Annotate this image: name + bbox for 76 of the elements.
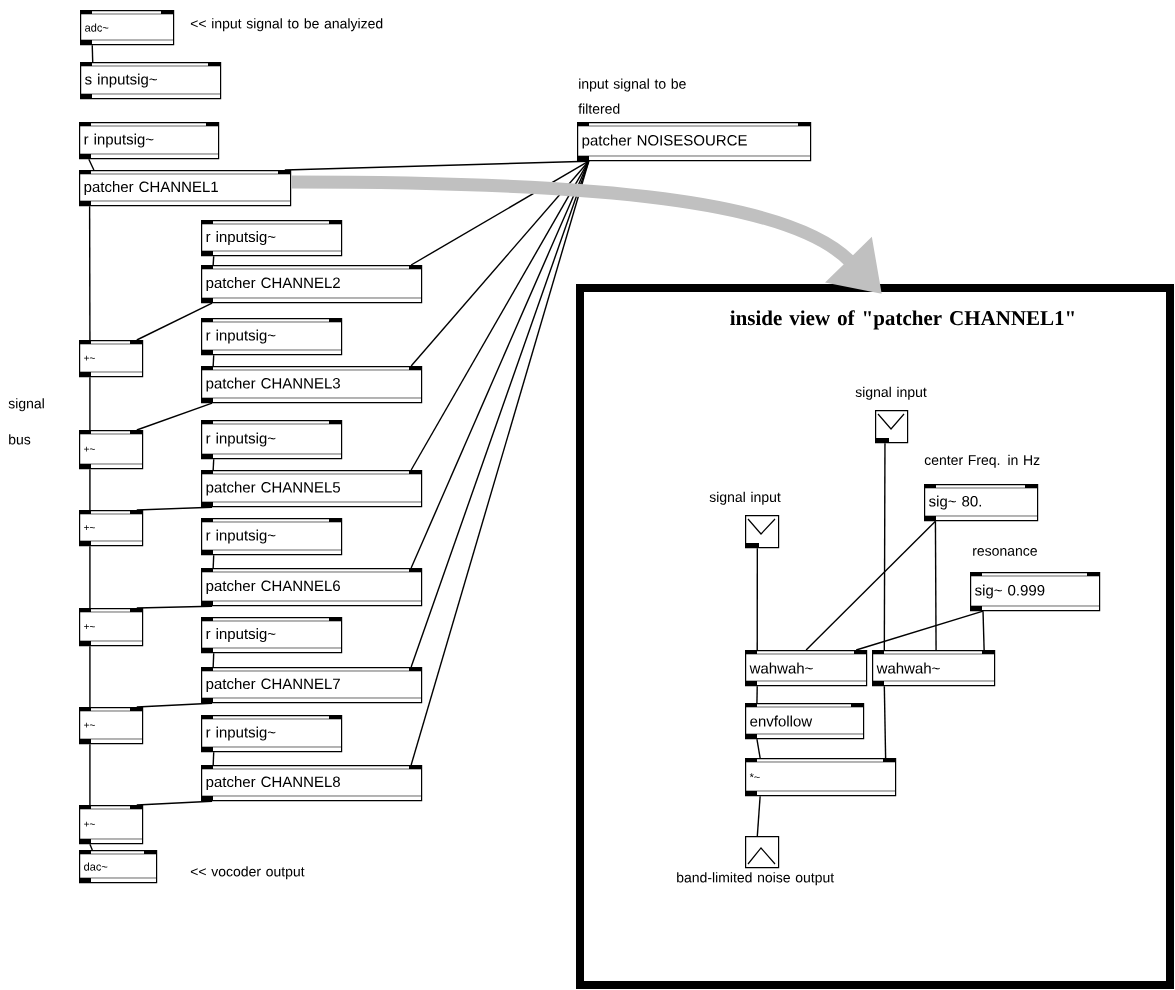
object-box: r inputsig~	[200, 518, 343, 556]
object-box: r inputsig~	[200, 420, 343, 460]
patch-cord	[410, 160, 590, 367]
patch-cord	[91, 44, 94, 63]
patch-cord	[212, 458, 215, 471]
label-text: signal input	[855, 386, 927, 400]
patch-cord	[88, 205, 91, 341]
patch-cord	[284, 160, 590, 171]
object-box: +~	[78, 805, 144, 845]
patch-cord	[136, 506, 213, 511]
object-box: sig~ 80.	[923, 484, 1039, 522]
patch-cord	[934, 520, 937, 651]
object-box: patcher CHANNEL7	[200, 667, 423, 704]
object-box: r inputsig~	[200, 617, 343, 654]
patch-cord	[89, 645, 91, 708]
patch-cord	[89, 545, 91, 609]
object-box: +~	[78, 608, 144, 647]
object-box: r inputsig~	[200, 220, 343, 257]
patch-cord	[982, 610, 985, 651]
object-box: patcher CHANNEL3	[200, 366, 423, 404]
patch-cord	[136, 302, 213, 341]
object-box: patcher CHANNEL1	[78, 170, 292, 207]
patch-cord	[883, 442, 886, 651]
patch-cord	[756, 547, 759, 651]
patch-cord	[756, 795, 761, 837]
patch-cord	[756, 685, 758, 704]
annotation-text: << input signal to be analyized	[190, 18, 383, 32]
patch-cord	[212, 554, 215, 569]
object-box: patcher CHANNEL5	[200, 470, 423, 508]
patch-cord	[212, 652, 215, 668]
object-box: +~	[78, 707, 144, 745]
patch-cord	[136, 800, 213, 806]
object-box: patcher CHANNEL8	[200, 765, 423, 802]
object-box: r inputsig~	[78, 122, 220, 160]
patch-cord	[89, 743, 91, 806]
patch-cord	[883, 685, 887, 759]
patch-cord	[136, 702, 213, 708]
object-box: wahwah~	[744, 650, 868, 687]
label-text: band-limited noise output	[677, 872, 835, 886]
object-box: patcher CHANNEL6	[200, 568, 423, 607]
object-box: +~	[78, 510, 144, 547]
object-box: sig~ 0.999	[969, 572, 1101, 612]
patch-cord	[136, 402, 213, 431]
patch-cord	[410, 160, 590, 668]
patch-cord	[212, 255, 215, 266]
object-box: s inputsig~	[79, 62, 222, 100]
patch-cord	[89, 468, 91, 511]
object-box: dac~	[78, 850, 158, 884]
object-box: wahwah~	[871, 650, 996, 687]
patch-cord	[855, 610, 984, 651]
patch-cord	[410, 160, 590, 266]
object-box: +~	[78, 340, 144, 378]
patch-cord	[89, 376, 91, 431]
object-box: adc~	[79, 10, 175, 46]
patch-cord	[756, 738, 761, 759]
comment-text: center Freq. in Hz	[924, 454, 1040, 468]
comment-text: input signal to be filtered	[578, 78, 686, 114]
object-box: r inputsig~	[200, 318, 343, 356]
annotation-text: << vocoder output	[190, 866, 305, 880]
label-text: signal input	[709, 491, 781, 505]
patch-cord	[136, 605, 213, 609]
object-box: envfollow	[744, 703, 865, 740]
object-box: +~	[78, 430, 144, 470]
patch-cord	[89, 843, 93, 851]
object-box: *~	[744, 758, 897, 797]
object-box: patcher CHANNEL2	[200, 265, 423, 304]
comment-text: resonance	[973, 548, 1037, 556]
patch-cord	[88, 158, 95, 171]
panel-heading: inside view of "patcher CHANNEL1"	[730, 310, 1074, 330]
object-box: r inputsig~	[200, 715, 343, 753]
annotation-text: signal bus	[8, 398, 44, 445]
patch-cord	[410, 160, 590, 766]
patch-cord	[805, 520, 937, 651]
patch-cord	[212, 354, 215, 367]
patch-cord	[212, 751, 215, 766]
object-box: patcher NOISESOURCE	[576, 122, 812, 162]
